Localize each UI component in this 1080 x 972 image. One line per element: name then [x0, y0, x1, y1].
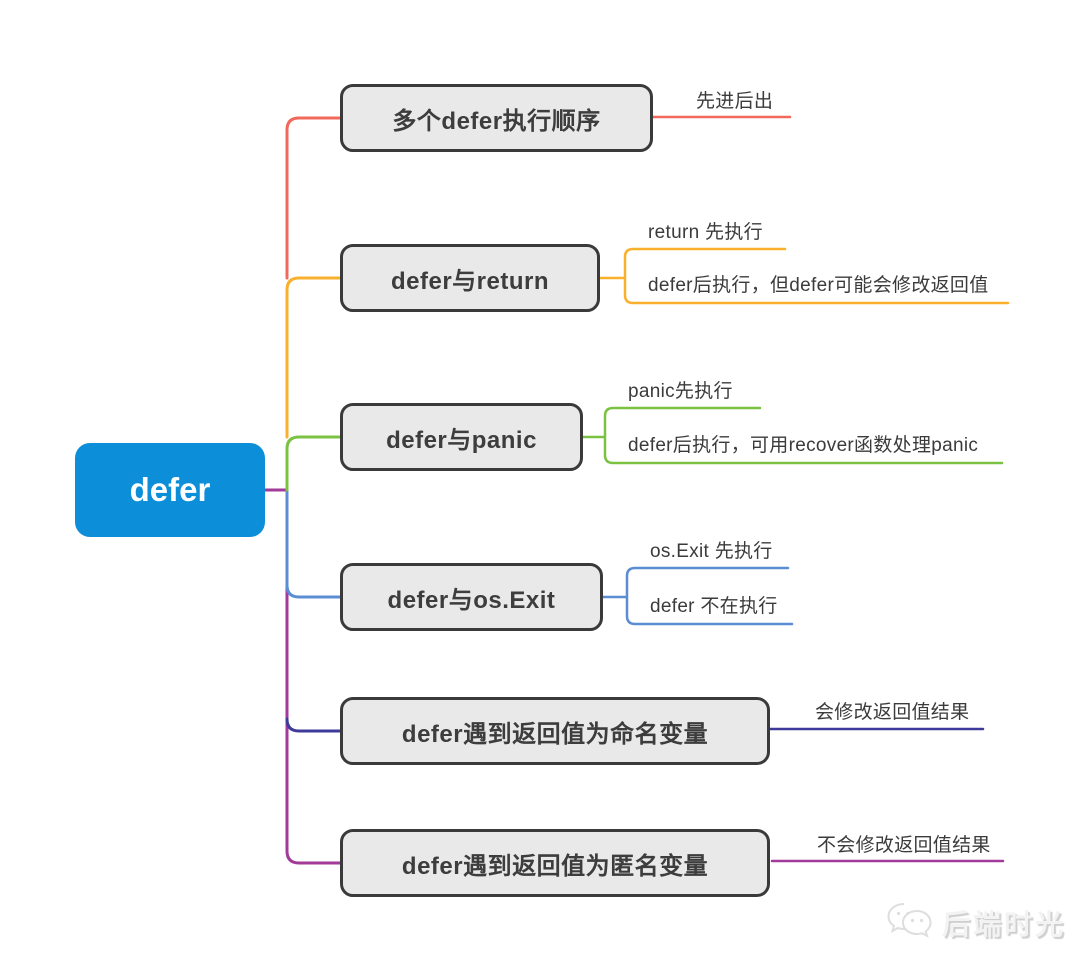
branch-2-connector — [285, 276, 342, 439]
branch-1-connector — [285, 116, 342, 280]
leaf-3-bracket — [581, 406, 1004, 465]
watermark: 后端时光 — [884, 900, 1066, 945]
leaf-label-defer-after-return[interactable]: defer后执行，但defer可能会修改返回值 — [648, 275, 989, 296]
leaf-label-filo[interactable]: 先进后出 — [696, 91, 774, 112]
watermark-text: 后端时光 — [942, 908, 1067, 940]
leaf-label-panic-first[interactable]: panic先执行 — [628, 381, 733, 402]
branch-node-defer-panic[interactable]: defer与panic — [340, 403, 583, 471]
leaf-label-defer-not-run[interactable]: defer 不在执行 — [650, 596, 778, 617]
leaf-label-return-first[interactable]: return 先执行 — [648, 222, 763, 243]
root-node-defer[interactable]: defer — [75, 443, 265, 537]
branch-node-named-return-var[interactable]: defer遇到返回值为命名变量 — [340, 697, 770, 765]
branch-4-connector — [285, 488, 342, 599]
leaf-label-defer-after-panic[interactable]: defer后执行，可用recover函数处理panic — [628, 435, 979, 456]
wechat-icon — [884, 900, 934, 945]
leaf-4-bracket — [601, 566, 794, 626]
branch-node-defer-order[interactable]: 多个defer执行顺序 — [340, 84, 653, 152]
branch-node-defer-return[interactable]: defer与return — [340, 244, 600, 312]
branch-3-connector — [285, 435, 342, 492]
branch-node-anonymous-return-var[interactable]: defer遇到返回值为匿名变量 — [340, 829, 770, 897]
leaf-2-bracket — [598, 247, 1010, 305]
leaf-label-not-modifies-return[interactable]: 不会修改返回值结果 — [817, 835, 991, 856]
branch-6-connector — [285, 488, 342, 865]
branch-5-connector — [285, 717, 342, 733]
leaf-label-osexit-first[interactable]: os.Exit 先执行 — [650, 541, 773, 562]
branch-node-defer-osexit[interactable]: defer与os.Exit — [340, 563, 603, 631]
leaf-label-modifies-return[interactable]: 会修改返回值结果 — [815, 702, 970, 723]
